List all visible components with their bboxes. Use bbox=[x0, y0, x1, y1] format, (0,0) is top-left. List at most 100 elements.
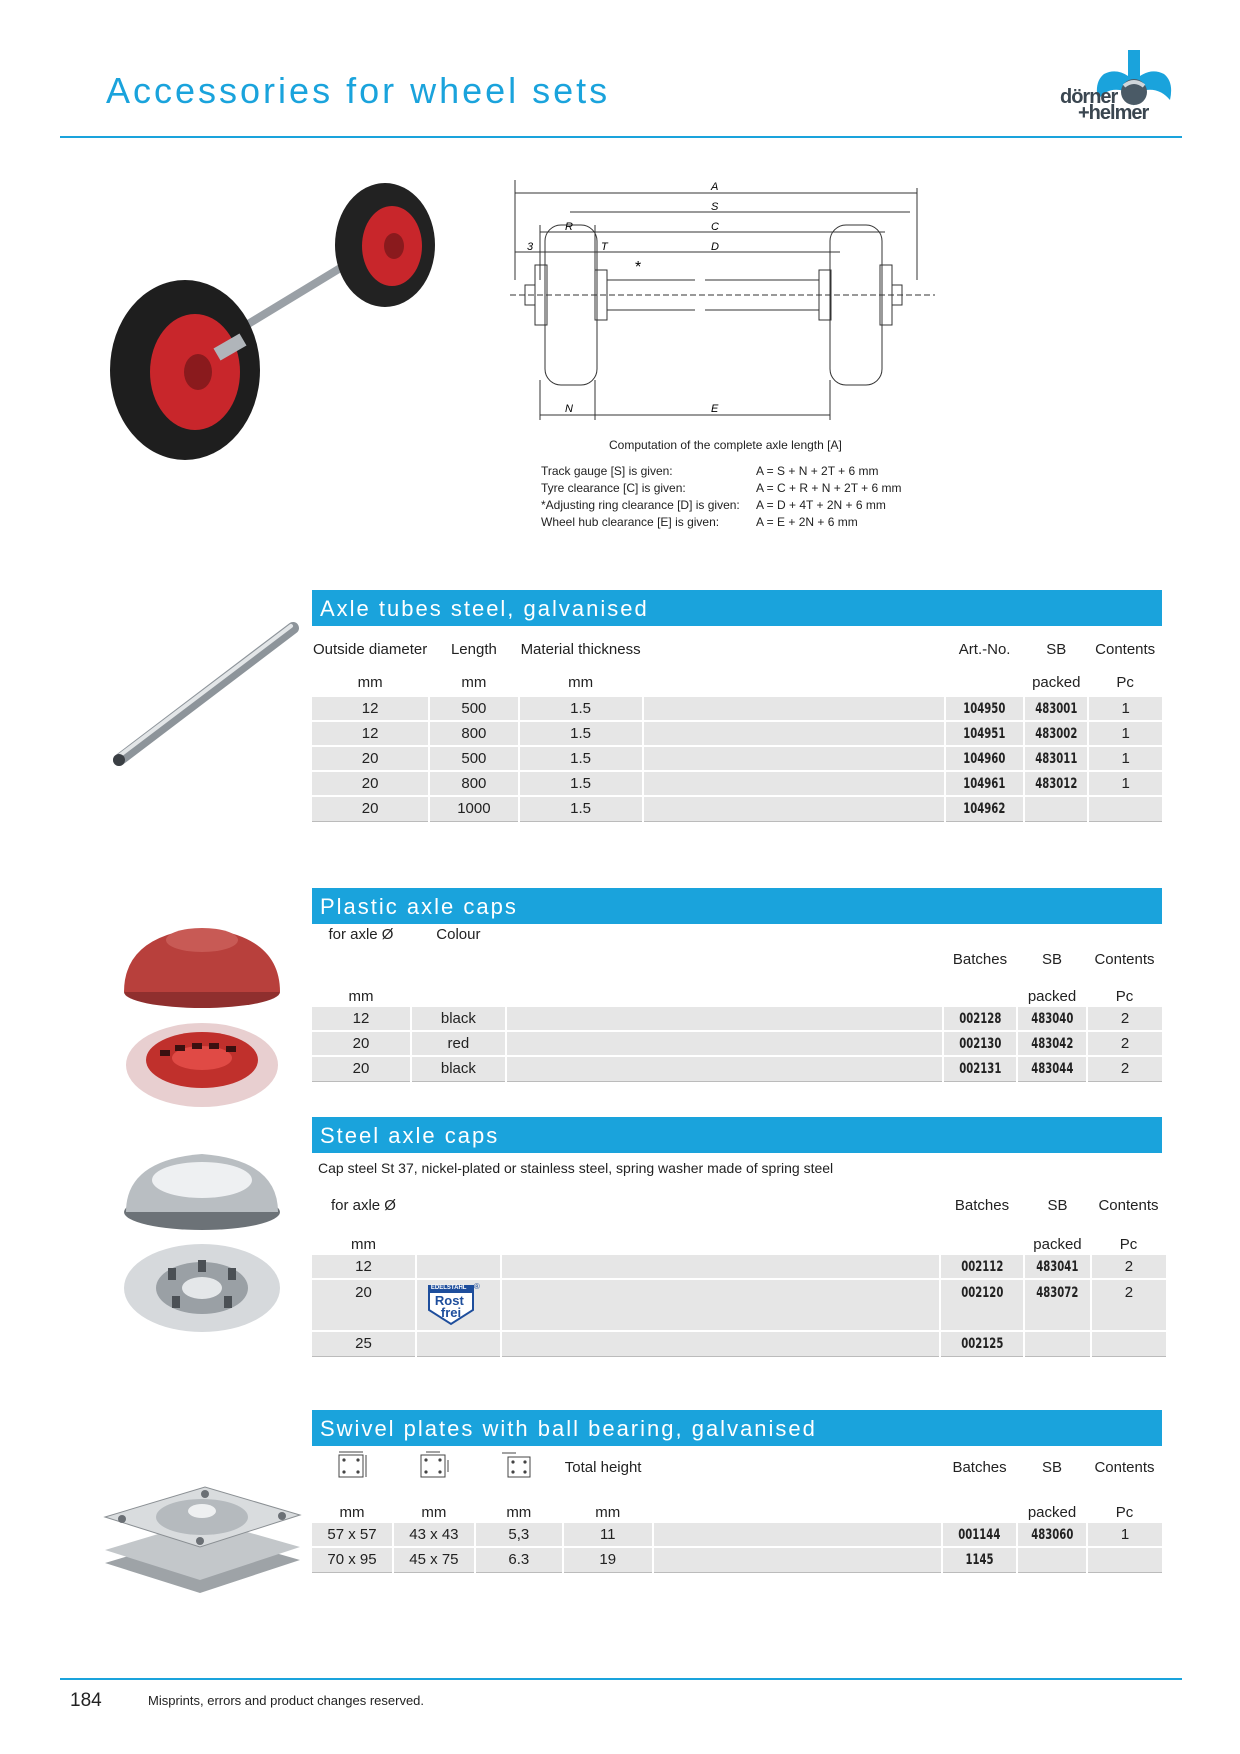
badge-line2: frei bbox=[440, 1305, 462, 1320]
dim-label-d: D bbox=[711, 241, 719, 253]
dim-label-star: * bbox=[635, 259, 641, 276]
cell-batch: 002130 bbox=[958, 1036, 1002, 1052]
col-header-batches: Batches bbox=[952, 1458, 1007, 1476]
unit-packed: packed bbox=[1032, 674, 1081, 691]
diagram-caption: Computation of the complete axle length … bbox=[609, 438, 842, 452]
unit-mm: mm bbox=[357, 674, 383, 691]
cell-length: 1000 bbox=[428, 795, 519, 822]
cell-art-no: 104960 bbox=[963, 751, 1006, 767]
cell-axle: 12 bbox=[310, 1253, 416, 1279]
plastic-cap-image bbox=[112, 910, 292, 1110]
cell-sb: 483012 bbox=[1035, 776, 1078, 792]
unit-mm: mm bbox=[350, 1236, 376, 1253]
cell-contents: 1 bbox=[1087, 720, 1162, 746]
col-header-length: Length bbox=[450, 640, 497, 658]
rostfrei-badge: EDELSTAHL ® Rost frei bbox=[427, 1282, 480, 1326]
page-title: Accessories for wheel sets bbox=[106, 70, 611, 111]
swivel-plates-table: Total height Batches SB Contents mm mm m… bbox=[310, 1450, 1162, 1573]
cell-axle: 20 bbox=[310, 1055, 411, 1082]
cell-plate: 57 x 57 bbox=[310, 1521, 393, 1547]
table-row: 20 red 002130 483042 2 bbox=[310, 1030, 1162, 1056]
cell-contents bbox=[1089, 1330, 1166, 1357]
unit-pc: Pc bbox=[1119, 1236, 1138, 1253]
dim-label-c: C bbox=[711, 221, 719, 233]
unit-mm: mm bbox=[348, 988, 374, 1005]
formula-text: A = C + R + N + 2T + 6 mm bbox=[756, 481, 902, 495]
formula-given: Wheel hub clearance [E] is given: bbox=[541, 515, 720, 529]
col-header-sb: SB bbox=[1041, 951, 1062, 968]
formula-text: A = S + N + 2T + 6 mm bbox=[756, 464, 879, 478]
cell-sb: 483040 bbox=[1030, 1011, 1074, 1027]
badge-line1: Rost bbox=[434, 1293, 464, 1308]
cell-art-no: 104950 bbox=[963, 701, 1006, 717]
cell-thickness: 1.5 bbox=[517, 795, 643, 822]
cell-contents: 2 bbox=[1085, 1005, 1162, 1031]
badge-reg-mark: ® bbox=[473, 1282, 480, 1291]
col-header-contents: Contents bbox=[1098, 1197, 1159, 1214]
logo-text-line1: dörner bbox=[1060, 86, 1118, 108]
cell-axle: 25 bbox=[310, 1330, 416, 1357]
cell-contents: 2 bbox=[1085, 1030, 1162, 1056]
cell-sb: 483044 bbox=[1030, 1061, 1074, 1078]
unit-mm: mm bbox=[595, 1504, 621, 1521]
cell-sb: 483042 bbox=[1030, 1036, 1074, 1052]
cell-contents: 2 bbox=[1085, 1055, 1162, 1082]
steel-cap-image bbox=[112, 1140, 292, 1335]
cell-hole: 43 x 43 bbox=[391, 1521, 475, 1547]
section-title-swivel-plates: Swivel plates with ball bearing, galvani… bbox=[312, 1410, 1162, 1446]
table-row: 25 002125 bbox=[310, 1330, 1166, 1357]
cell-batch: 002112 bbox=[960, 1259, 1004, 1275]
table-row: 12 black 002128 483040 2 bbox=[310, 1005, 1162, 1031]
dim-label-s: S bbox=[711, 201, 719, 213]
cell-sb: 483041 bbox=[1036, 1259, 1079, 1275]
cell-thickness: 1.5 bbox=[517, 770, 643, 796]
cell-contents bbox=[1087, 795, 1162, 822]
formula-given: *Adjusting ring clearance [D] is given: bbox=[541, 498, 740, 512]
formula-given: Tyre clearance [C] is given: bbox=[541, 481, 686, 495]
unit-packed: packed bbox=[1027, 1504, 1077, 1521]
cell-length: 800 bbox=[428, 770, 519, 796]
cell-axle: 20 bbox=[310, 1278, 416, 1331]
plastic-caps-table: for axle Ø Colour Batches SB Contents mm… bbox=[310, 926, 1162, 1082]
table-row: 20 EDELSTAHL ® Rost frei 002120 483072 2 bbox=[310, 1278, 1166, 1331]
cell-diameter: 20 bbox=[309, 795, 430, 822]
col-header-for-axle: for axle Ø bbox=[328, 926, 394, 943]
dim-label-n: N bbox=[565, 403, 573, 415]
col-header-total-height: Total height bbox=[564, 1458, 642, 1476]
col-header-material-thickness: Material thickness bbox=[520, 640, 641, 658]
cell-art-no: 104962 bbox=[963, 801, 1006, 818]
unit-pc: Pc bbox=[1115, 1504, 1134, 1521]
table-row: 12 500 1.5 104950 483001 1 bbox=[309, 695, 1162, 721]
section-title-plastic-caps: Plastic axle caps bbox=[312, 888, 1162, 924]
col-header-colour: Colour bbox=[436, 926, 481, 943]
dim-label-a: A bbox=[710, 181, 718, 193]
cell-diameter: 12 bbox=[309, 720, 430, 746]
cell-axle: 12 bbox=[310, 1005, 411, 1031]
cell-thickness: 1.5 bbox=[517, 720, 643, 746]
col-header-art-no: Art.-No. bbox=[958, 640, 1011, 658]
table-row: 20 800 1.5 104961 483012 1 bbox=[309, 770, 1162, 796]
cell-sb: 483011 bbox=[1035, 751, 1078, 767]
cell-height: 11 bbox=[561, 1521, 653, 1547]
col-header-sb: SB bbox=[1047, 1197, 1068, 1214]
col-header-sb: SB bbox=[1041, 1458, 1062, 1476]
cell-colour: black bbox=[409, 1055, 506, 1082]
formula-text: A = D + 4T + 2N + 6 mm bbox=[756, 498, 886, 512]
axle-length-diagram: A S C D R T 3 * N E bbox=[505, 180, 945, 430]
cell-batch: 002125 bbox=[960, 1336, 1004, 1353]
formula-list: Track gauge [S] is given: A = S + N + 2T … bbox=[541, 463, 902, 531]
badge-top-text: EDELSTAHL bbox=[430, 1285, 467, 1291]
table-row: 70 x 95 45 x 75 6.3 19 1145 bbox=[310, 1546, 1162, 1573]
dim-label-3: 3 bbox=[527, 241, 534, 253]
col-header-for-axle: for axle Ø bbox=[330, 1197, 396, 1214]
logo-text-line2: +helmer bbox=[1078, 102, 1149, 124]
cell-contents: 1 bbox=[1085, 1521, 1162, 1547]
col-header-sb: SB bbox=[1046, 640, 1067, 658]
table-row: 20 500 1.5 104960 483011 1 bbox=[309, 745, 1162, 771]
unit-mm: mm bbox=[461, 674, 487, 691]
formula-given: Track gauge [S] is given: bbox=[541, 464, 673, 478]
steel-caps-table: for axle Ø Batches SB Contents mm packed… bbox=[310, 1180, 1166, 1357]
dim-label-r: R bbox=[565, 221, 573, 233]
cell-contents: 2 bbox=[1089, 1253, 1166, 1279]
steel-caps-description: Cap steel St 37, nickel-plated or stainl… bbox=[318, 1160, 834, 1176]
